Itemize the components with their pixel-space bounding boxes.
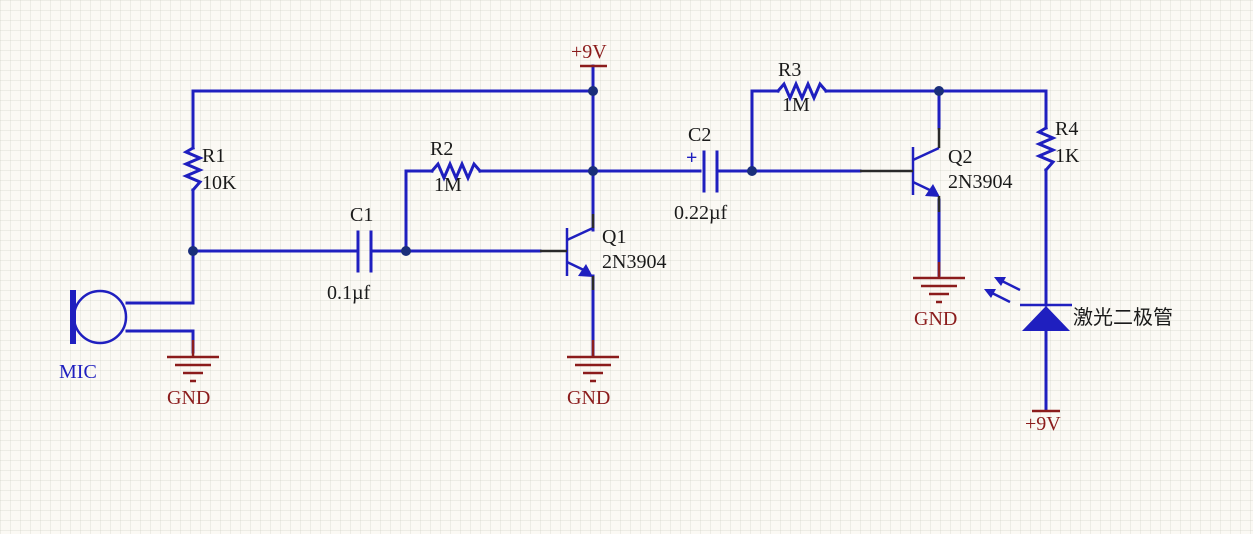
junction-dots: [188, 86, 944, 256]
junction-c2-r3: [747, 166, 757, 176]
ground-label-mic: GND: [167, 387, 210, 409]
ground-label-q1: GND: [567, 387, 610, 409]
power-label-bottom: +9V: [1025, 413, 1061, 435]
q2-part: 2N3904: [948, 171, 1012, 193]
q1-part: 2N3904: [602, 251, 666, 273]
c2-ref: C2: [688, 124, 711, 146]
junction-top-right-rail: [588, 86, 598, 96]
r2-value: 1M: [434, 174, 462, 196]
ground-mic: GND: [167, 340, 219, 409]
r3-ref: R3: [778, 59, 801, 81]
r1-ref: R1: [202, 145, 225, 167]
capacitor-c1: C1 0.1µf: [327, 204, 373, 304]
r3-value: 1M: [782, 94, 810, 116]
ground-q1: GND: [567, 340, 619, 409]
c1-value: 0.1µf: [327, 282, 371, 304]
r2-ref: R2: [430, 138, 453, 160]
mic-label: MIC: [59, 361, 97, 383]
r4-value: 1K: [1055, 145, 1080, 167]
c1-ref: C1: [350, 204, 373, 226]
ground-label-q2: GND: [914, 308, 957, 330]
resistor-r4: R4 1K: [1035, 118, 1080, 173]
transistor-q1: Q1 2N3904: [540, 214, 666, 290]
power-9v-top: +9V: [571, 41, 607, 68]
c2-polarity: +: [686, 147, 697, 169]
resistor-r3: R3 1M: [775, 59, 829, 116]
power-label-top: +9V: [571, 41, 607, 63]
r1-value: 10K: [202, 172, 237, 194]
laser-emission-arrows-icon: [984, 277, 1021, 304]
junction-r1-c1: [188, 246, 198, 256]
resistor-r1: R1 10K: [182, 145, 237, 194]
c2-value: 0.22µf: [674, 202, 728, 224]
ground-q2: GND: [913, 262, 965, 330]
resistor-r2: R2 1M: [429, 138, 483, 196]
wires: [125, 64, 1048, 412]
r4-ref: R4: [1055, 118, 1078, 140]
laser-diode-label: 激光二极管: [1073, 305, 1173, 329]
junction-c1-r2: [401, 246, 411, 256]
q2-ref: Q2: [948, 146, 972, 168]
junction-q2-collector: [934, 86, 944, 96]
capacitor-c2: C2 + 0.22µf: [674, 124, 728, 224]
laser-diode: 激光二极管: [984, 248, 1173, 387]
q1-ref: Q1: [602, 226, 626, 248]
transistor-q2: Q2 2N3904: [860, 128, 1012, 212]
junction-q1-collector: [588, 166, 598, 176]
power-9v-bottom: +9V: [1025, 409, 1061, 435]
microphone: MIC: [59, 289, 128, 383]
